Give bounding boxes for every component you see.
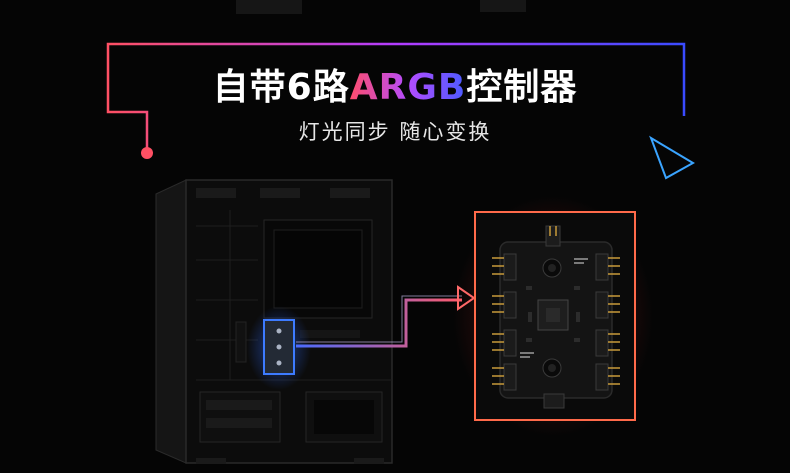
title-frame [106, 42, 686, 159]
headline-suffix: 控制器 [466, 67, 578, 108]
triangle-outline-icon [649, 135, 696, 180]
headline-highlight: ARGB [349, 67, 467, 108]
pink-dot-icon [141, 147, 153, 159]
headline: 自带6路ARGB控制器 [0, 58, 790, 110]
controller-panel [453, 196, 653, 436]
headline-prefix: 自带6路 [212, 67, 350, 108]
controller-slot [247, 306, 311, 390]
subtitle: 灯光同步 随心变换 [298, 120, 492, 144]
